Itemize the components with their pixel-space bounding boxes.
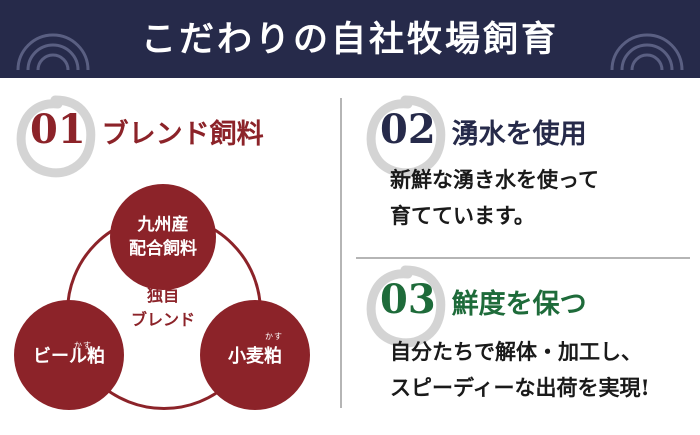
ingredient-left-circle: ビール粕 [14,300,124,410]
brush-circle-icon [16,95,96,178]
brush-circle-icon [366,95,446,178]
section-01-heading: 01 ブレンド飼料 [30,106,264,153]
section-03-line2: スピーディーな出荷を実現! [390,375,650,400]
section-02-line2: 育てています。 [390,203,535,228]
section-03-number: 03 [380,276,436,323]
section-01-number: 01 [30,106,86,153]
ingredient-top-line1: 九州産 [137,215,189,235]
blend-center-line1: 独自 [146,286,179,305]
ingredient-right-circle: 小麦粕 [200,300,310,410]
header-banner: こだわりの自社牧場飼育 [0,0,700,78]
section-03-label: 鮮度を保つ [451,289,587,320]
section-01-label: ブレンド飼料 [101,119,264,150]
section-02-label: 湧水を使用 [451,119,587,150]
brush-circle-icon [366,265,446,348]
ingredient-top-line2: 配合飼料 [129,239,197,259]
section-03-text: 自分たちで解体・加工し、 スピーディーな出荷を実現! [390,334,650,406]
ingredient-right-label: 小麦粕 [228,346,282,367]
section-02-heading: 02 湧水を使用 [380,106,587,153]
section-02-text: 新鮮な湧き水を使って 育てています。 [390,162,599,234]
ingredient-left-ruby: かす [74,341,92,350]
ingredient-left-label: ビール粕 [33,346,105,367]
section-03-heading: 03 鮮度を保つ [380,276,587,323]
section-02-line1: 新鮮な湧き水を使って [390,167,599,192]
wave-ornament-right-icon [610,33,684,70]
section-02-number: 02 [380,106,436,153]
ingredient-right-ruby: かす [265,332,283,341]
blend-center-label: 独自 ブレンド [128,284,198,332]
vertical-divider [340,98,342,408]
ingredient-top-circle: 九州産 配合飼料 [110,184,216,290]
wave-ornament-left-icon [16,33,90,70]
section-03-line1: 自分たちで解体・加工し、 [390,339,642,364]
page-title: こだわりの自社牧場飼育 [140,19,559,60]
blend-center-line2: ブレンド [130,310,195,329]
horizontal-divider [356,257,690,259]
